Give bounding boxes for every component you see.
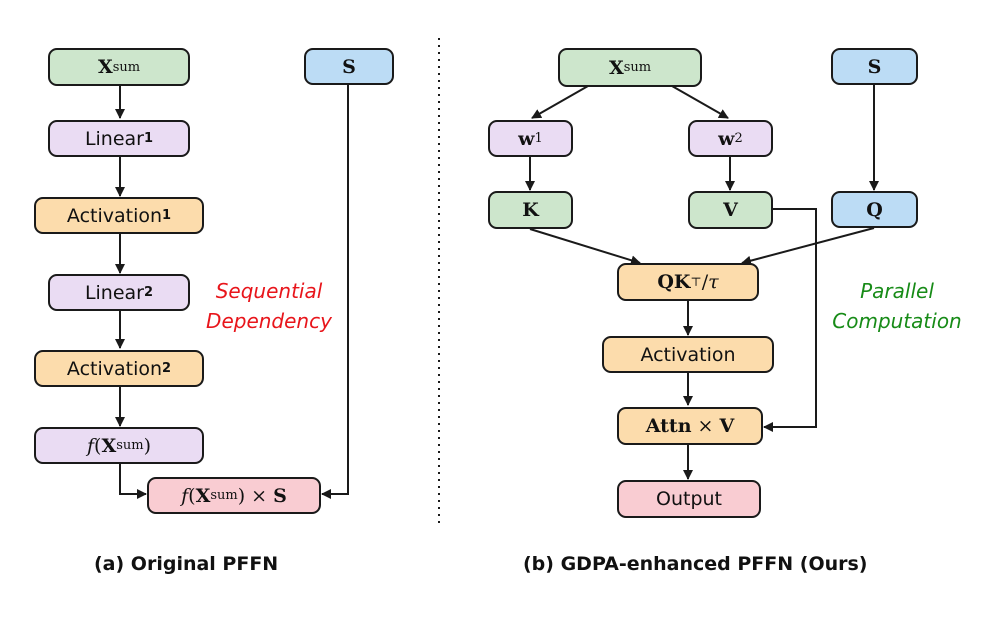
node-b-attn-v: Attn × V [617,407,763,445]
arrow-v-to-attn [763,208,817,432]
annotation-line-1: Sequential [215,279,323,303]
node-b-v: V [688,191,773,229]
node-b-qk: QK⊤/τ [617,263,759,301]
caption-panel-a: (a) Original PFFN [94,553,279,575]
node-b-s: S [831,48,918,85]
caption-panel-b: (b) GDPA-enhanced PFFN (Ours) [523,553,868,575]
arrow-k-to-qk [529,228,641,266]
annotation-line-1: Parallel [860,279,934,303]
arrow-q-to-qk [741,227,875,266]
node-a-s: S [304,48,394,85]
annotation-parallel-computation: Parallel Computation [822,276,972,336]
arrow-xsum-to-w1 [531,85,589,119]
annotation-line-2: Dependency [206,309,332,333]
annotation-sequential-dependency: Sequential Dependency [205,276,333,336]
node-b-q: Q [831,191,918,228]
node-b-output: Output [617,480,761,518]
arrow-xsum-to-w2 [671,85,729,119]
annotation-line-2: Computation [832,309,962,333]
arrow-fxsum-to-product [119,463,147,499]
arrow-s-to-product [321,84,349,499]
node-b-k: K [488,191,573,229]
node-b-activation: Activation [602,336,774,373]
